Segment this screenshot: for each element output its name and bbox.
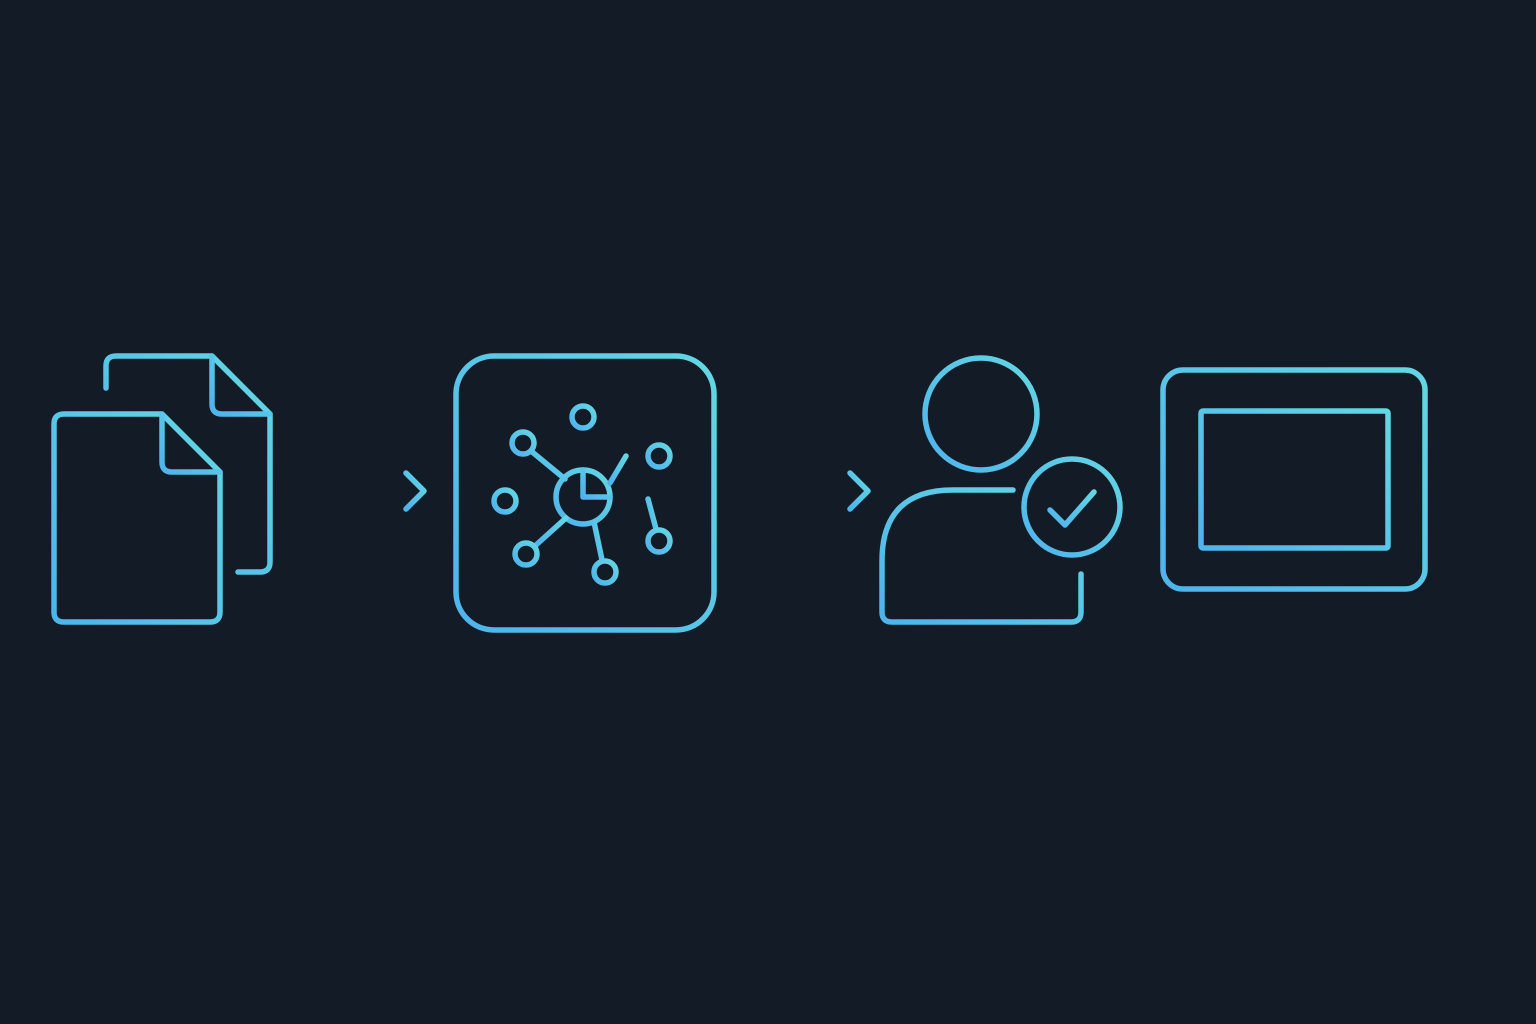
front-document-fold [159, 411, 223, 475]
monitor-screen [1198, 408, 1391, 551]
arrow-right-icon [737, 470, 871, 512]
monitor-frame [1160, 367, 1428, 592]
check-badge [1021, 456, 1123, 558]
hub-frame [453, 353, 717, 633]
front-document [51, 411, 223, 625]
network-hub-icon [453, 353, 717, 633]
monitor-icon [1160, 367, 1428, 625]
user-body [879, 487, 1084, 625]
back-document [103, 353, 273, 575]
arrow-right-icon [293, 470, 427, 512]
user-head [922, 355, 1040, 473]
verified-user-icon [879, 355, 1123, 625]
back-document-fold [209, 353, 273, 417]
hub-center-mark [580, 467, 613, 500]
documents-icon [51, 353, 273, 625]
check-icon [1047, 489, 1097, 528]
